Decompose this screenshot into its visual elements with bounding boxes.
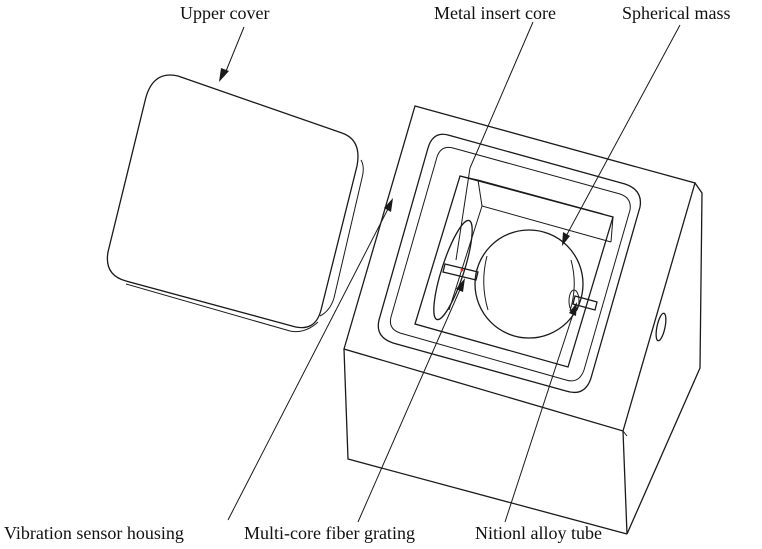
label-vibration-sensor-housing: Vibration sensor housing <box>4 523 184 543</box>
arrow-nitinol-tube <box>569 302 577 316</box>
label-multi-core-fiber-grating: Multi-core fiber grating <box>244 523 415 543</box>
nitinol-tube-part <box>442 263 598 313</box>
arrow-housing <box>384 198 393 212</box>
arrow-fiber-grating <box>456 278 465 292</box>
arrow-upper-cover <box>219 68 229 82</box>
label-metal-insert-core: Metal insert core <box>434 3 556 23</box>
spherical-mass-part <box>474 229 584 339</box>
label-spherical-mass: Spherical mass <box>622 3 731 23</box>
label-upper-cover: Upper cover <box>180 3 270 23</box>
housing-part <box>343 105 703 535</box>
label-nitinol-alloy-tube: Nitionl alloy tube <box>475 523 602 543</box>
arrow-spherical-mass <box>562 232 570 246</box>
leader-lines <box>219 21 681 523</box>
upper-cover-part <box>106 74 364 333</box>
grating-mark <box>460 268 464 272</box>
